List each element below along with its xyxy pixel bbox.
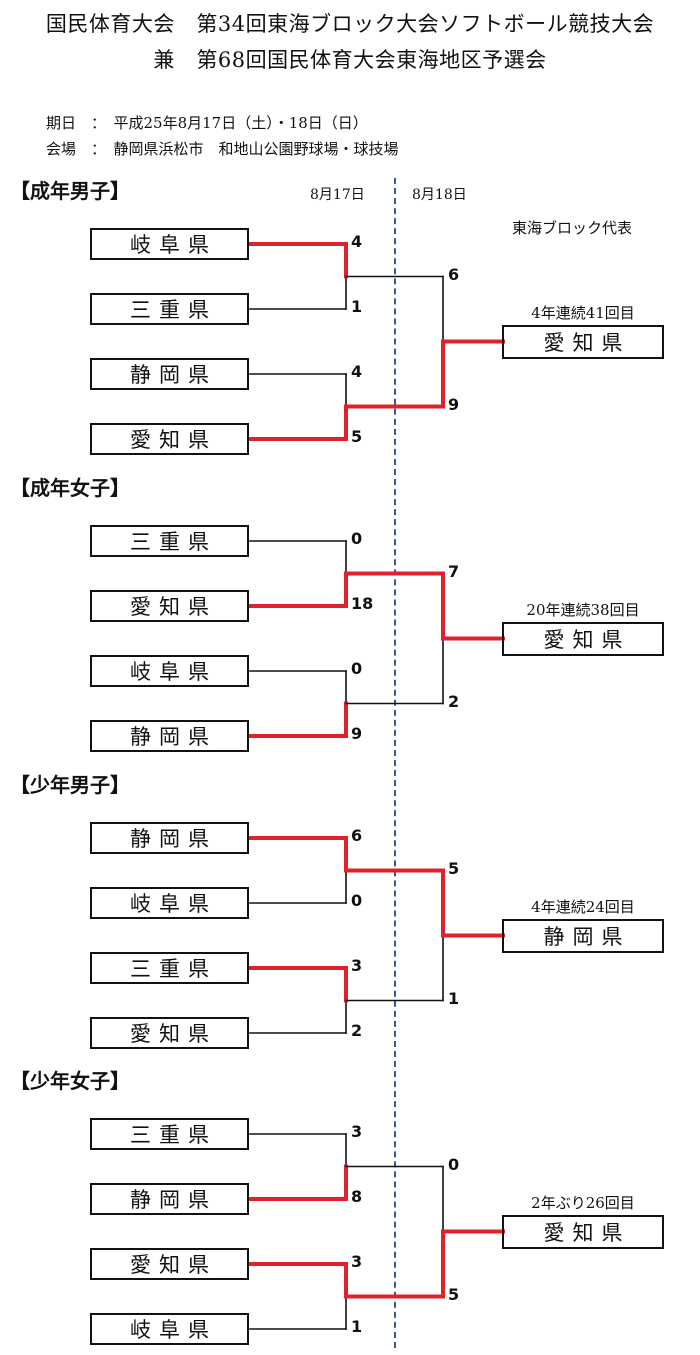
title-line-2: 兼 第68回国民体育大会東海地区予選会	[153, 48, 547, 72]
semi-score: 9	[351, 724, 363, 743]
champion-streak: 4年連続41回目	[531, 303, 635, 322]
champion-box: 愛知県	[502, 621, 664, 656]
team-box: 愛知県	[90, 590, 249, 622]
final-score: 7	[448, 561, 460, 581]
team-box: 愛知県	[90, 423, 249, 455]
semi-score: 5	[351, 427, 363, 446]
semi-score: 6	[351, 826, 363, 845]
semi-score: 3	[351, 1252, 363, 1271]
team-box: 岐阜県	[90, 1313, 249, 1345]
team-box: 静岡県	[90, 358, 249, 390]
semi-score: 4	[351, 362, 363, 381]
team-box: 愛知県	[90, 1017, 249, 1049]
semi-score: 3	[351, 956, 363, 975]
champion-box: 愛知県	[502, 324, 664, 359]
category-label: 【成年男子】	[10, 179, 130, 203]
champion-box: 静岡県	[502, 918, 664, 953]
semi-score: 0	[351, 891, 363, 910]
team-box: 静岡県	[90, 1183, 249, 1215]
team-box: 三重県	[90, 952, 249, 984]
bracket-shonen-joshi: 【少年女子】 三重県静岡県愛知県岐阜県 3 8 3 1 0 5 2年ぶり26回目愛知県	[0, 1069, 700, 1345]
date-day-2: 8月18日	[412, 187, 467, 203]
team-box: 静岡県	[90, 720, 249, 752]
semi-score: 8	[351, 1187, 363, 1206]
final-score: 5	[448, 858, 460, 878]
final-score: 1	[448, 988, 460, 1008]
final-score: 6	[448, 264, 460, 284]
semi-score: 1	[351, 1317, 363, 1336]
date-day-1: 8月17日	[310, 187, 365, 203]
semi-score: 0	[351, 659, 363, 678]
semi-score: 3	[351, 1122, 363, 1141]
champion-box: 愛知県	[502, 1214, 664, 1249]
team-box: 岐阜県	[90, 655, 249, 687]
category-label: 【成年女子】	[10, 476, 130, 500]
team-box: 岐阜県	[90, 887, 249, 919]
final-score: 2	[448, 691, 460, 711]
semi-score: 0	[351, 529, 363, 548]
semi-score: 2	[351, 1021, 363, 1040]
semi-score: 1	[351, 297, 363, 316]
team-box: 三重県	[90, 525, 249, 557]
team-box: 静岡県	[90, 822, 249, 854]
category-label: 【少年男子】	[10, 773, 130, 797]
team-box: 岐阜県	[90, 228, 249, 260]
semi-score: 18	[351, 594, 374, 613]
category-label: 【少年女子】	[10, 1069, 130, 1093]
champion-streak: 2年ぶり26回目	[531, 1193, 635, 1212]
event-venue: 会場 ： 静岡県浜松市 和地山公園野球場・球技場	[46, 140, 399, 158]
event-period: 期日 ： 平成25年8月17日（土）・18日（日）	[46, 114, 368, 132]
team-box: 愛知県	[90, 1248, 249, 1280]
champion-streak: 4年連続24回目	[531, 897, 635, 916]
representative-header: 東海ブロック代表	[512, 219, 633, 237]
team-box: 三重県	[90, 293, 249, 325]
semi-score: 4	[351, 232, 363, 251]
title-line-1: 国民体育大会 第34回東海ブロック大会ソフトボール競技大会	[45, 12, 655, 36]
day-divider	[394, 178, 396, 1348]
team-box: 三重県	[90, 1118, 249, 1150]
final-score: 9	[448, 394, 460, 414]
final-score: 0	[448, 1154, 460, 1174]
champion-streak: 20年連続38回目	[526, 600, 640, 619]
final-score: 5	[448, 1284, 460, 1304]
